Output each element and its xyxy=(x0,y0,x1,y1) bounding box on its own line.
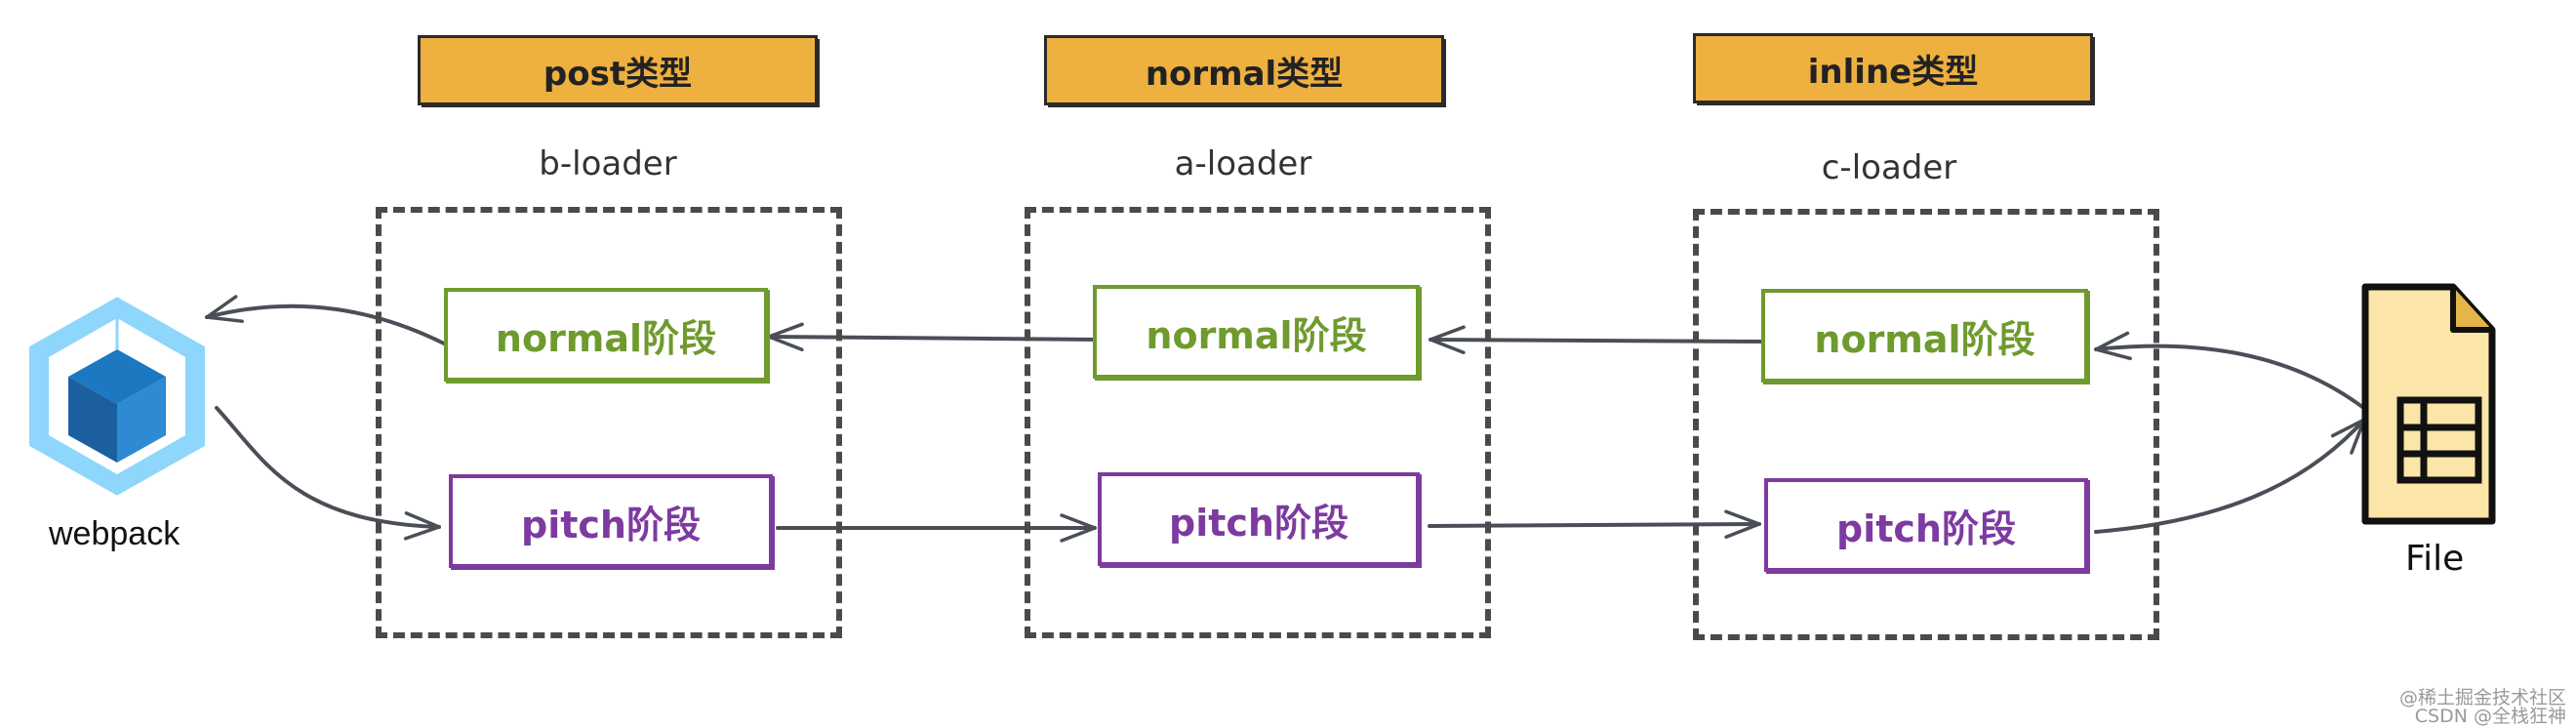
c-loader-pitch-stage: pitch阶段 xyxy=(1764,478,2088,572)
loader-name-a: a-loader xyxy=(1174,144,1312,183)
loader-box-b xyxy=(376,207,842,638)
b-loader-normal-stage: normal阶段 xyxy=(444,288,768,382)
watermark-author: CSDN @全栈狂神 xyxy=(2414,706,2566,727)
file-icon xyxy=(2361,283,2496,525)
arrow-a-pitch-to-c-pitch xyxy=(1428,509,1761,539)
arrow-a-normal-to-b-normal xyxy=(767,322,1102,352)
watermark-site: @稀土掘金技术社区 xyxy=(2398,687,2566,708)
a-loader-normal-stage: normal阶段 xyxy=(1093,285,1420,379)
webpack-logo-icon xyxy=(25,292,209,501)
webpack-label: webpack xyxy=(49,515,181,552)
arrow-b-normal-to-webpack xyxy=(205,295,446,345)
loader-box-a xyxy=(1025,207,1491,638)
arrow-file-to-c-normal xyxy=(2094,331,2368,412)
tag-post-type: post类型 xyxy=(418,35,818,105)
file-label: File xyxy=(2405,539,2465,579)
loader-box-c xyxy=(1693,209,2159,640)
loader-name-b: b-loader xyxy=(539,144,677,183)
c-loader-normal-stage: normal阶段 xyxy=(1761,289,2088,383)
arrow-webpack-to-b-pitch xyxy=(215,406,441,541)
loader-name-c: c-loader xyxy=(1821,148,1957,187)
b-loader-pitch-stage: pitch阶段 xyxy=(449,474,773,568)
arrow-c-pitch-to-file xyxy=(2094,418,2366,534)
tag-inline-type: inline类型 xyxy=(1693,33,2093,103)
a-loader-pitch-stage: pitch阶段 xyxy=(1098,472,1420,566)
tag-normal-type: normal类型 xyxy=(1044,35,1444,105)
